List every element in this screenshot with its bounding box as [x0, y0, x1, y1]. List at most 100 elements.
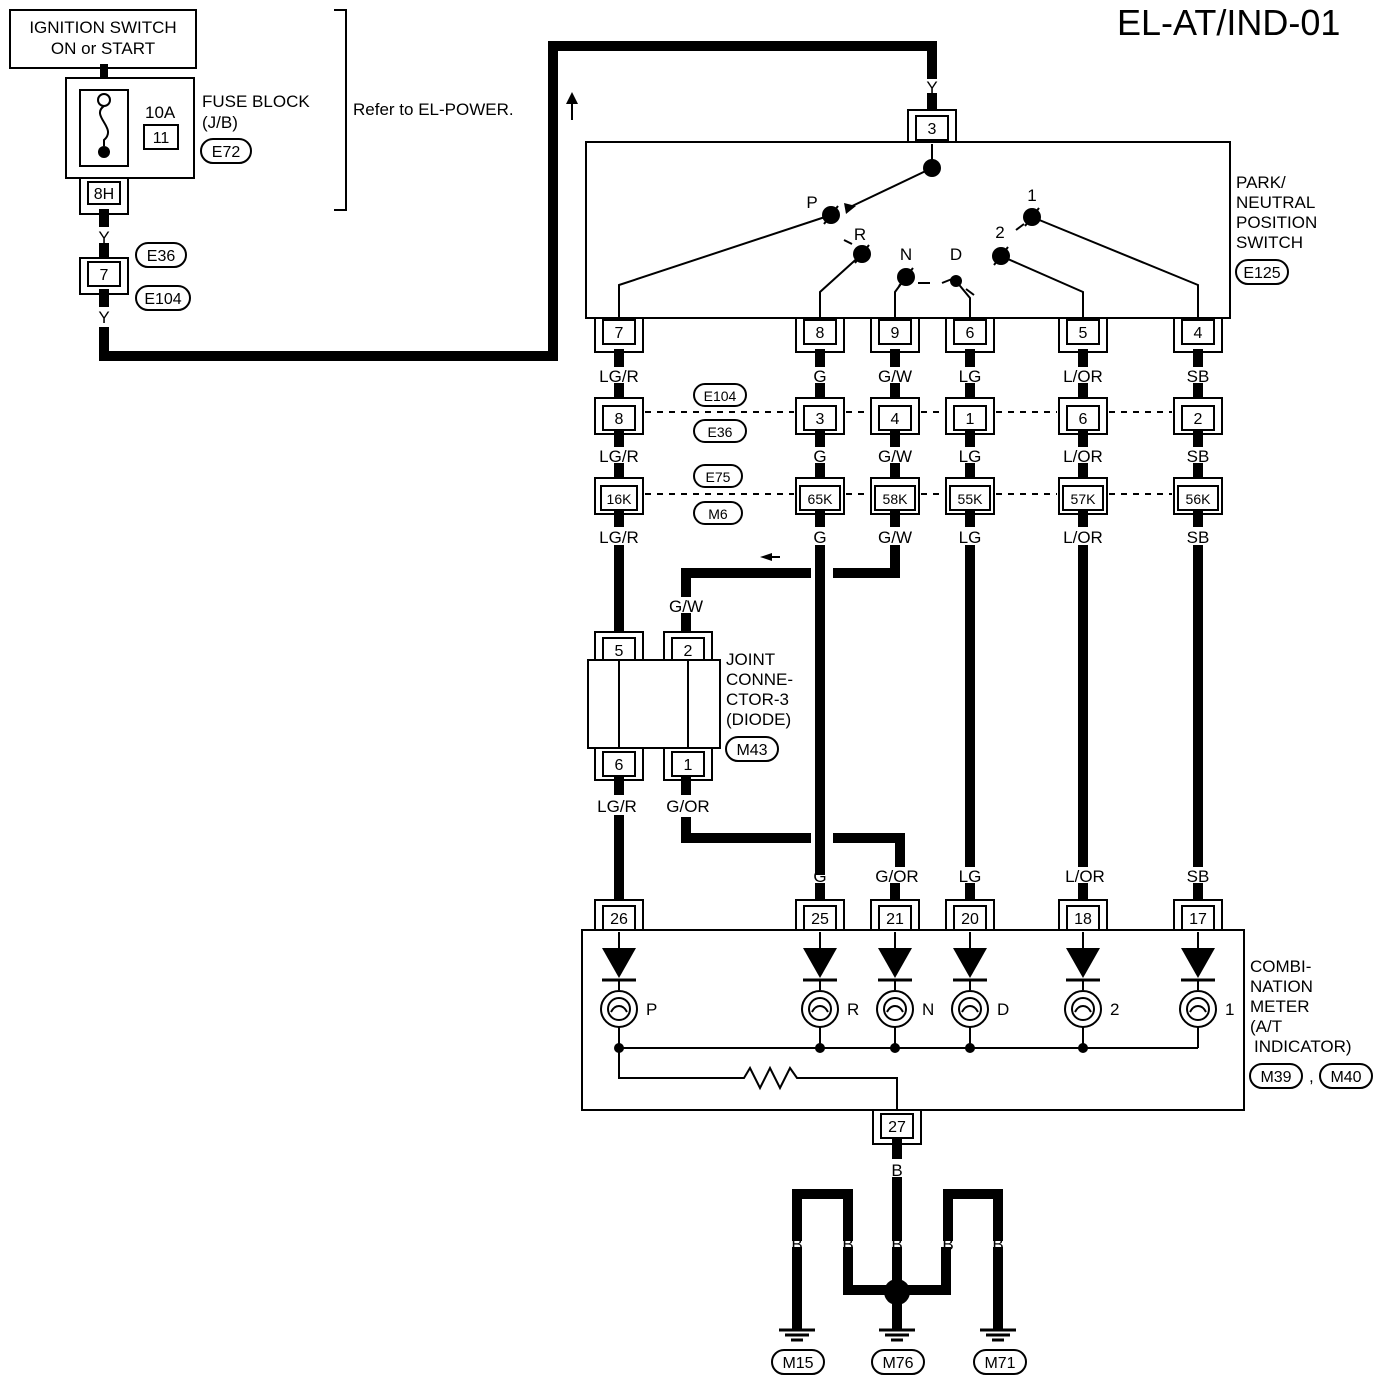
svg-text:6: 6	[1079, 411, 1088, 428]
svg-text:SB: SB	[1187, 867, 1210, 886]
svg-text:LG: LG	[959, 367, 982, 386]
connector-e75: E75	[706, 469, 731, 485]
svg-text:B: B	[842, 1235, 853, 1254]
switch-arrow-icon	[844, 203, 856, 214]
connector-e36: E36	[147, 248, 176, 265]
svg-text:1: 1	[1027, 186, 1036, 205]
svg-text:B: B	[791, 1235, 802, 1254]
svg-text:17: 17	[1189, 911, 1207, 928]
svg-text:55K: 55K	[958, 491, 984, 507]
wire-labels-row-2: LG/R G G/W LG L/OR SB	[599, 447, 1209, 466]
svg-text:L/OR: L/OR	[1063, 367, 1103, 386]
ground-icon-m15	[779, 1328, 815, 1342]
svg-text:L/OR: L/OR	[1065, 867, 1105, 886]
svg-text:8: 8	[615, 411, 624, 428]
svg-text:L/OR: L/OR	[1063, 528, 1103, 547]
ground-m71: M71	[984, 1355, 1015, 1372]
connector-e36-e104-terminal-7: 7	[79, 257, 129, 295]
svg-text:16K: 16K	[607, 491, 633, 507]
svg-text:21: 21	[886, 911, 904, 928]
svg-text:1: 1	[1225, 1000, 1234, 1019]
svg-text:D: D	[950, 245, 962, 264]
diagram-title: EL-AT/IND-01	[1117, 2, 1340, 43]
svg-text:COMBI-: COMBI-	[1250, 957, 1311, 976]
svg-text:65K: 65K	[808, 491, 834, 507]
svg-text:LG/R: LG/R	[599, 447, 639, 466]
meter-terminals: 26 25 21 20 18 17	[594, 899, 1223, 933]
connector-e36-mid: E36	[708, 424, 733, 440]
svg-text:LG: LG	[959, 447, 982, 466]
svg-text:26: 26	[610, 911, 628, 928]
svg-text:25: 25	[811, 911, 829, 928]
svg-text:G: G	[813, 447, 826, 466]
wire-labels-row-4: G G/OR LG L/OR SB	[813, 867, 1209, 886]
park-neutral-position-switch	[585, 141, 1231, 319]
svg-text:NATION: NATION	[1250, 977, 1313, 996]
connector-row-e104-e36: E104 E36 8 3 4 1 6 2	[594, 383, 1223, 443]
resistor	[618, 1048, 898, 1112]
svg-text:4: 4	[1194, 325, 1203, 342]
svg-text:1: 1	[684, 757, 693, 774]
long-wires	[614, 545, 1203, 905]
svg-text:LG: LG	[959, 867, 982, 886]
svg-text:G/W: G/W	[878, 528, 912, 547]
svg-text:8H: 8H	[94, 186, 114, 203]
svg-text:8: 8	[816, 325, 825, 342]
svg-text:5: 5	[615, 643, 624, 660]
svg-text:D: D	[997, 1000, 1009, 1019]
lamp-p: P	[600, 932, 657, 1048]
fuse-name-2: (J/B)	[202, 113, 238, 132]
svg-text:6: 6	[615, 757, 624, 774]
svg-text:P: P	[646, 1000, 657, 1019]
wire-label-lgr-out: LG/R	[597, 797, 637, 816]
svg-text:P: P	[806, 193, 817, 212]
svg-text:R: R	[847, 1000, 859, 1019]
ground-icon-m76	[879, 1328, 915, 1342]
svg-text:G: G	[813, 367, 826, 386]
lamp-r: R	[801, 932, 859, 1048]
svg-text:B: B	[992, 1235, 1003, 1254]
svg-text:LG: LG	[959, 528, 982, 547]
switch-contacts: P R N D 2 1	[618, 186, 1199, 318]
ground-m15: M15	[782, 1355, 813, 1372]
fuse-block: 10A 11 FUSE BLOCK (J/B) E72	[65, 77, 310, 179]
refer-text: Refer to EL-POWER.	[353, 100, 514, 119]
svg-text:G/W: G/W	[878, 367, 912, 386]
svg-text:2: 2	[684, 643, 693, 660]
indicator-lamps: P R N	[600, 932, 1234, 1112]
lamp-d: D	[951, 932, 1009, 1048]
svg-text:57K: 57K	[1071, 491, 1097, 507]
connector-m40: M40	[1330, 1069, 1361, 1086]
svg-text:INDICATOR): INDICATOR)	[1254, 1037, 1352, 1056]
lamp-1: 1	[1179, 932, 1234, 1048]
svg-text:NEUTRAL: NEUTRAL	[1236, 193, 1315, 212]
svg-text:POSITION: POSITION	[1236, 213, 1317, 232]
svg-text:G: G	[813, 867, 826, 886]
svg-text:5: 5	[1079, 325, 1088, 342]
ignition-label-1: IGNITION SWITCH	[29, 18, 176, 37]
wire-labels-row-1: LG/R G G/W LG L/OR SB	[599, 367, 1209, 386]
svg-text:SB: SB	[1187, 528, 1210, 547]
svg-text:G/W: G/W	[878, 447, 912, 466]
svg-text:METER: METER	[1250, 997, 1310, 1016]
connector-e104: E104	[144, 291, 181, 308]
ground-icon-m71	[980, 1328, 1016, 1342]
fuse-number: 11	[153, 130, 170, 147]
svg-text:7: 7	[615, 325, 624, 342]
connector-e104-mid: E104	[704, 388, 737, 404]
connector-m39: M39	[1260, 1069, 1291, 1086]
svg-text:JOINT: JOINT	[726, 650, 775, 669]
lamp-2: 2	[1064, 932, 1119, 1048]
combination-meter	[581, 929, 1245, 1111]
ground-wire-labels: B B B B B	[791, 1235, 1003, 1254]
svg-text:B: B	[891, 1235, 902, 1254]
fuse-connector: E72	[212, 144, 241, 161]
connector-e125: E125	[1243, 265, 1280, 282]
svg-text:3: 3	[928, 121, 937, 138]
fuse-name-1: FUSE BLOCK	[202, 92, 310, 111]
ground-points: M15 M76 M71	[771, 1349, 1027, 1375]
svg-text:9: 9	[891, 325, 900, 342]
svg-text:(DIODE): (DIODE)	[726, 710, 791, 729]
wire-labels-row-3: LG/R G G/W LG L/OR SB	[599, 528, 1209, 547]
